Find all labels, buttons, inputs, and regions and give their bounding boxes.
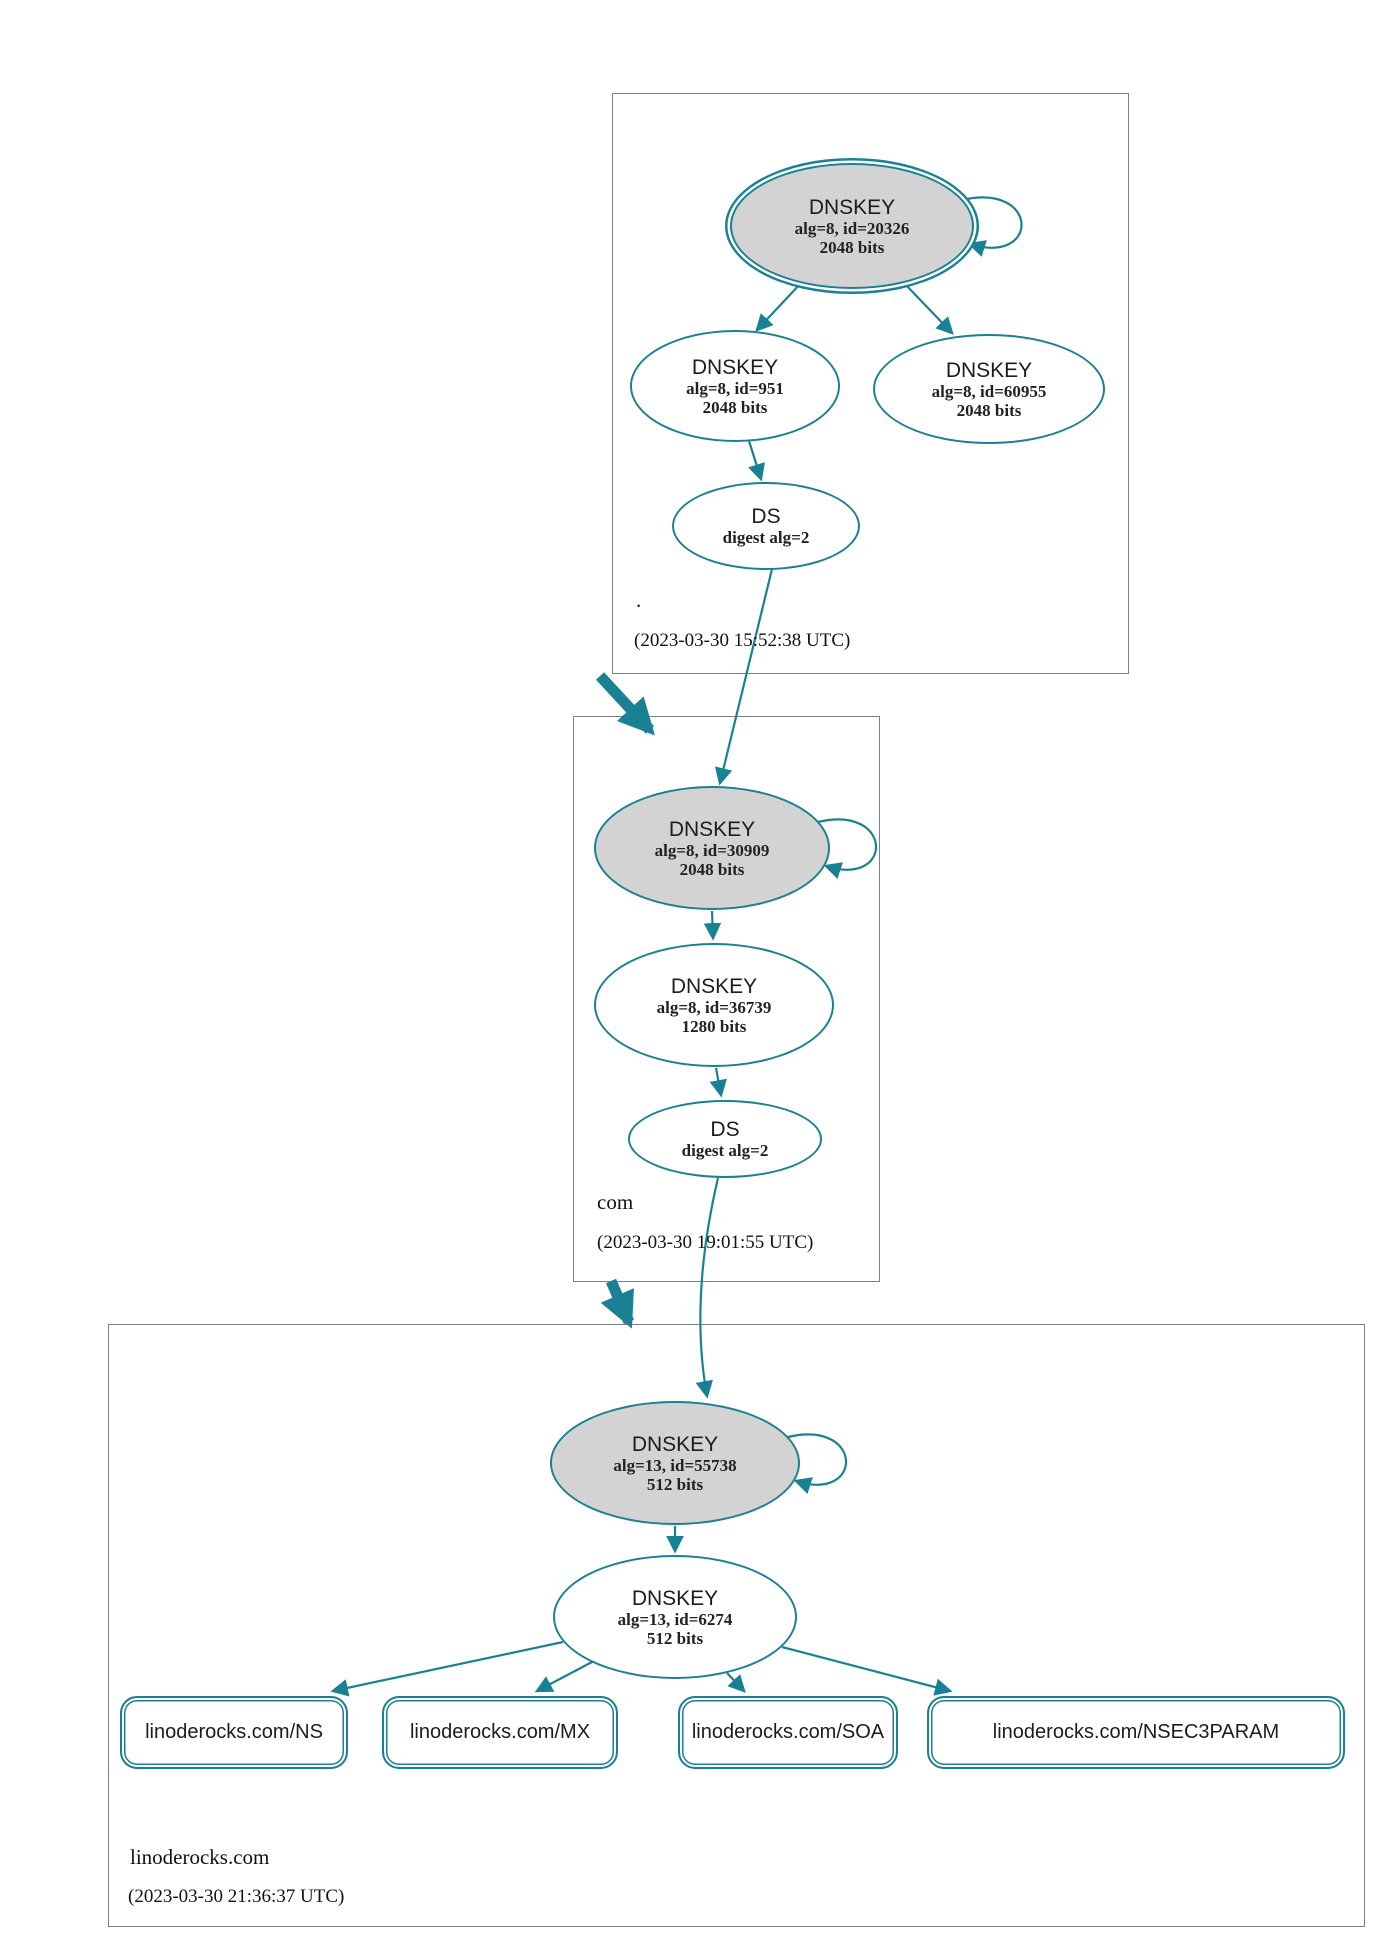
node-type-label: DNSKEY <box>808 195 896 219</box>
node-alg-label: alg=8, id=951 <box>686 378 784 398</box>
zone-box-root <box>612 93 1129 674</box>
node-bits-label: 1280 bits <box>681 1016 747 1036</box>
zone-timestamp-root: (2023-03-30 15:52:38 UTC) <box>634 630 851 651</box>
node-alg-label: alg=13, id=6274 <box>617 1609 733 1629</box>
zone-timestamp-linoderocks: (2023-03-30 21:36:37 UTC) <box>128 1886 345 1907</box>
node-type-label: DNSKEY <box>631 1586 719 1610</box>
dnskey-node-com-ksk-30909[interactable]: DNSKEY alg=8, id=30909 2048 bits <box>594 786 830 910</box>
zone-label-com: com <box>597 1190 634 1214</box>
rrset-label: linoderocks.com/SOA <box>691 1721 885 1743</box>
node-type-label: DNSKEY <box>945 358 1033 382</box>
zone-label-root: . <box>636 588 642 612</box>
node-type-label: DS <box>710 1118 740 1141</box>
zone-label-linoderocks: linoderocks.com <box>130 1845 270 1869</box>
rrset-label: linoderocks.com/MX <box>409 1721 591 1743</box>
node-alg-label: alg=8, id=30909 <box>654 840 770 860</box>
dnskey-node-lr-ksk-55738[interactable]: DNSKEY alg=13, id=55738 512 bits <box>550 1401 800 1525</box>
ds-node-root[interactable]: DS digest alg=2 <box>672 482 860 570</box>
node-alg-label: digest alg=2 <box>722 528 810 547</box>
rrset-label: linoderocks.com/NSEC3PARAM <box>992 1721 1280 1743</box>
node-bits-label: 512 bits <box>646 1474 704 1494</box>
rrset-node-mx[interactable]: linoderocks.com/MX <box>382 1696 618 1769</box>
node-type-label: DNSKEY <box>670 974 758 998</box>
node-bits-label: 2048 bits <box>679 859 745 879</box>
dnskey-node-root-zsk-951[interactable]: DNSKEY alg=8, id=951 2048 bits <box>630 330 840 442</box>
rrset-label: linoderocks.com/NS <box>145 1721 323 1743</box>
zone-box-linoderocks <box>108 1324 1365 1927</box>
node-alg-label: alg=8, id=60955 <box>931 381 1047 401</box>
dnskey-node-lr-zsk-6274[interactable]: DNSKEY alg=13, id=6274 512 bits <box>553 1555 797 1679</box>
dnskey-node-root-zsk-60955[interactable]: DNSKEY alg=8, id=60955 2048 bits <box>873 334 1105 444</box>
rrset-node-soa[interactable]: linoderocks.com/SOA <box>678 1696 898 1769</box>
delegation-arrow-com-to-linoderocks <box>600 1278 635 1329</box>
rrset-node-ns[interactable]: linoderocks.com/NS <box>120 1696 348 1769</box>
node-bits-label: 512 bits <box>646 1628 704 1648</box>
node-type-label: DNSKEY <box>691 355 779 379</box>
node-type-label: DNSKEY <box>668 817 756 841</box>
node-alg-label: alg=8, id=20326 <box>794 218 910 238</box>
rrset-node-nsec3param[interactable]: linoderocks.com/NSEC3PARAM <box>927 1696 1345 1769</box>
node-bits-label: 2048 bits <box>819 237 885 257</box>
dnskey-node-root-ksk-20326[interactable]: DNSKEY alg=8, id=20326 2048 bits <box>730 163 974 289</box>
node-alg-label: digest alg=2 <box>681 1141 769 1160</box>
node-bits-label: 2048 bits <box>956 400 1022 420</box>
node-type-label: DNSKEY <box>631 1432 719 1456</box>
ds-node-com[interactable]: DS digest alg=2 <box>628 1100 822 1178</box>
node-alg-label: alg=13, id=55738 <box>613 1455 737 1475</box>
node-type-label: DS <box>751 505 781 528</box>
dnskey-node-com-zsk-36739[interactable]: DNSKEY alg=8, id=36739 1280 bits <box>594 943 834 1067</box>
node-alg-label: alg=8, id=36739 <box>656 997 772 1017</box>
node-bits-label: 2048 bits <box>702 397 768 417</box>
zone-timestamp-com: (2023-03-30 19:01:55 UTC) <box>597 1232 814 1253</box>
